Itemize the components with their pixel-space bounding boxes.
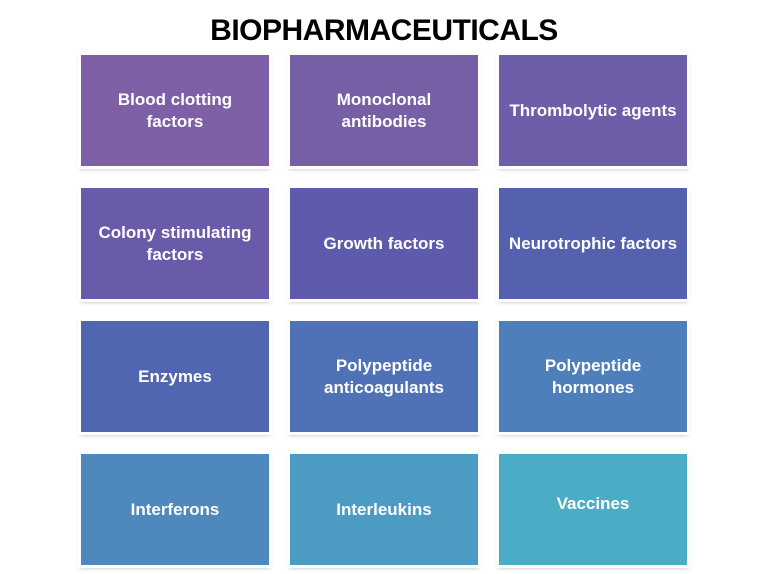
category-box-interferons: Interferons xyxy=(78,451,272,568)
category-label: Interferons xyxy=(130,499,220,519)
category-box-blood-clotting-factors: Blood clotting factors xyxy=(78,52,272,169)
category-box-neurotrophic-factors: Neurotrophic factors xyxy=(496,185,690,302)
category-box-growth-factors: Growth factors xyxy=(287,185,481,302)
category-box-polypeptide-anticoagulants: Polypeptide anticoagulants xyxy=(287,318,481,435)
category-box-colony-stimulating-factors: Colony stimulating factors xyxy=(78,185,272,302)
category-label: Polypeptide anticoagulants xyxy=(324,355,444,397)
category-label: Neurotrophic factors xyxy=(508,233,678,253)
category-label: Monoclonal antibodies xyxy=(336,89,432,131)
category-box-vaccines: Vaccines xyxy=(496,451,690,568)
category-label: Thrombolytic agents xyxy=(509,100,677,120)
category-label: Colony stimulating factors xyxy=(98,222,252,264)
category-label: Polypeptide hormones xyxy=(544,355,642,397)
category-box-enzymes: Enzymes xyxy=(78,318,272,435)
category-label: Blood clotting factors xyxy=(117,89,233,131)
category-label: Vaccines xyxy=(556,493,630,513)
category-label: Enzymes xyxy=(138,366,212,386)
category-box-monoclonal-antibodies: Monoclonal antibodies xyxy=(287,52,481,169)
category-box-interleukins: Interleukins xyxy=(287,451,481,568)
category-box-thrombolytic-agents: Thrombolytic agents xyxy=(496,52,690,169)
page-title: BIOPHARMACEUTICALS xyxy=(210,14,558,47)
category-label: Interleukins xyxy=(336,499,432,519)
category-label: Growth factors xyxy=(323,233,445,253)
category-box-polypeptide-hormones: Polypeptide hormones xyxy=(496,318,690,435)
